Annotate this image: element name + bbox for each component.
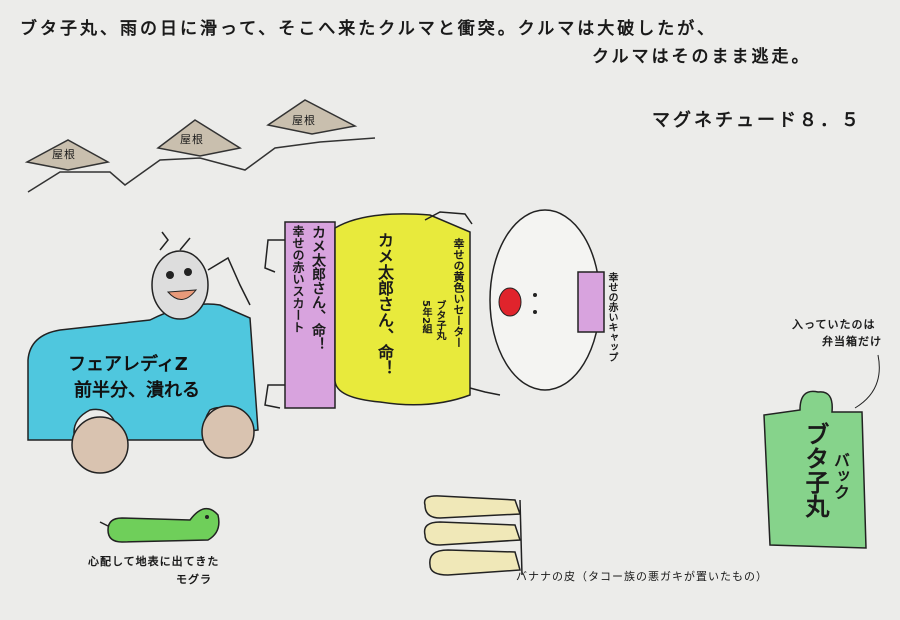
car-wheel-front <box>71 416 129 474</box>
car-wheel-rear <box>201 405 255 459</box>
bag-subtitle: バック <box>831 452 850 500</box>
cap-shape <box>577 271 605 333</box>
bag-title: ブタ子丸 <box>801 422 829 518</box>
roof-1-shape <box>24 139 111 171</box>
skirt-shape <box>284 221 336 409</box>
roof-3-shape <box>266 99 358 135</box>
shout-label: カメ太郎さん、命！ <box>375 232 394 376</box>
sweater-label: 幸せの黄色いセーター <box>452 238 465 348</box>
class-label: 5年2組 <box>420 300 431 334</box>
banana-label: バナナの皮（タコー族の悪ガキが置いたもの） <box>516 570 768 583</box>
name-label: ブタ子丸 <box>434 300 445 340</box>
bag-shape <box>763 390 867 549</box>
skirt-label: 幸せの赤いスカート <box>291 225 305 333</box>
bag-note-line-1: 入っていたのは <box>792 318 876 331</box>
mole-label-line-1: 心配して地表に出てきた <box>88 555 220 568</box>
roof-label-1: 屋根 <box>52 148 76 161</box>
roofline <box>27 137 376 193</box>
roof-2-shape <box>156 119 243 157</box>
car-label-line-2: 前半分、潰れる <box>74 380 200 401</box>
mole-label-line-2: モグラ <box>176 573 212 586</box>
roof-label-2: 屋根 <box>180 133 204 146</box>
roof-label-3: 屋根 <box>292 114 316 127</box>
skirt-name-label: カメ太郎さん、命！ <box>310 225 326 351</box>
lips-shape <box>498 287 522 317</box>
cap-label: 幸せの赤いキャップ <box>606 272 617 362</box>
bag-note-line-2: 弁当箱だけ <box>822 335 882 348</box>
car-label-line-1: フェアレディZ <box>68 354 188 375</box>
caption-line-2: クルマはそのまま逃走。 <box>592 47 812 67</box>
caption-line-1: ブタ子丸、雨の日に滑って、そこへ来たクルマと衝突。クルマは大破したが、 <box>20 19 717 39</box>
mole-body <box>107 507 220 543</box>
magnitude-label: マグネチュード８．５ <box>652 110 862 131</box>
car-body <box>27 303 259 441</box>
driver-head <box>151 250 209 320</box>
sweater-shape <box>334 213 471 406</box>
